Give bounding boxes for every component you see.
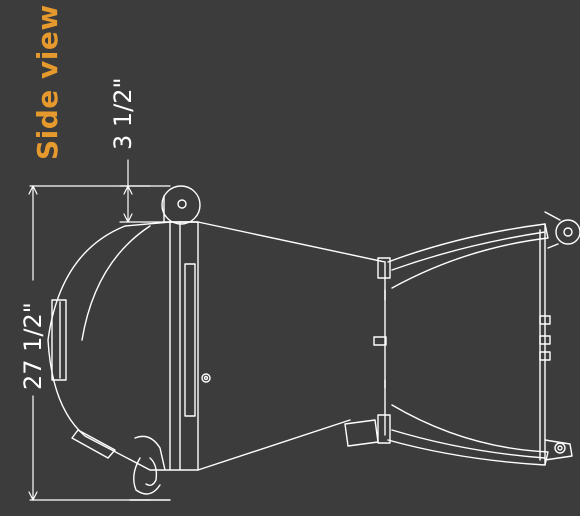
- arrow-offset-bottom: [123, 213, 133, 223]
- arrow-offset-top: [123, 185, 133, 195]
- caster-wheel: [544, 211, 580, 249]
- lower-bowl: [197, 221, 391, 471]
- base-band: [169, 221, 211, 471]
- thermometer-icon: [201, 373, 211, 383]
- grill-legs: [387, 223, 551, 466]
- arrow-top: [28, 185, 38, 195]
- front-handle: [129, 435, 171, 501]
- dimension-lines: [28, 159, 171, 501]
- ash-vent: [373, 336, 387, 346]
- dome-lid: [47, 221, 171, 471]
- arrow-bottom: [28, 491, 38, 501]
- lid-vent: [51, 299, 67, 381]
- side-shelf-bracket: [344, 419, 379, 447]
- band-slot: [184, 263, 196, 417]
- lid-hinge: [161, 185, 201, 225]
- lid-latch: [71, 429, 116, 459]
- leg-foot: [544, 439, 573, 461]
